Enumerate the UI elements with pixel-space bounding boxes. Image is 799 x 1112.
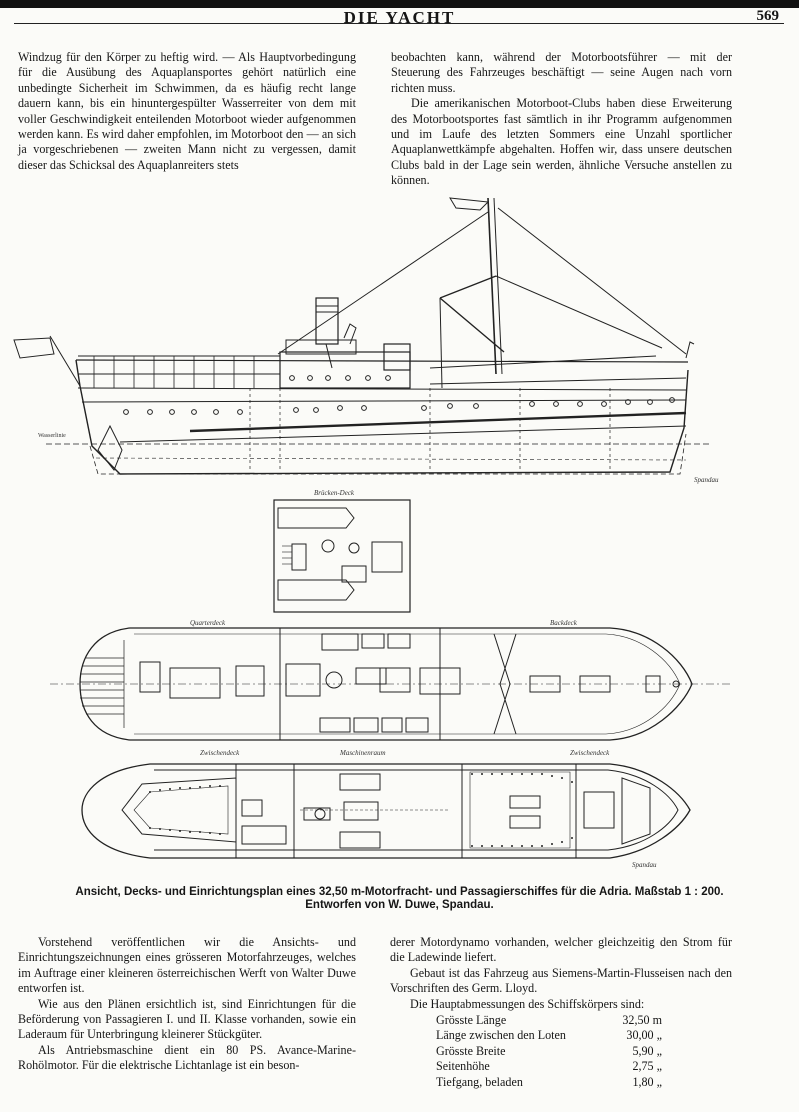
figure-caption: Ansicht, Decks- und Einrichtungsplan ein… (0, 886, 799, 911)
label-backdeck: Backdeck (550, 619, 578, 627)
top-left-column: Windzug für den Körper zu heftig wird. —… (18, 50, 356, 173)
paragraph: Gebaut ist das Fahrzeug aus Siemens-Mart… (390, 965, 732, 996)
main-deck-plan: Quarterdeck Backdeck (50, 619, 730, 741)
paragraph: Als Antriebsmaschine dient ein 80 PS. Av… (18, 1042, 356, 1073)
label-zwischendeck-2: Zwischendeck (570, 749, 610, 757)
paragraph: Die Hauptabmessungen des Schiffskörpers … (410, 996, 645, 1011)
dimension-row: Seitenhöhe 2,75 „ (390, 1059, 732, 1074)
lower-deck-plan: Zwischendeck Maschinenraum Zwischendeck (81, 749, 691, 869)
bridge-deck-plan: Brücken-Deck (273, 489, 411, 613)
dimension-value: 2,75 „ (632, 1059, 662, 1074)
label-bruecken-deck: Brücken-Deck (314, 489, 355, 497)
paragraph: Wie aus den Plänen ersichtlich ist, sind… (18, 996, 356, 1042)
paragraph: derer Motordynamo vorhanden, welcher gle… (390, 935, 732, 965)
dimension-value: 32,50 m (622, 1013, 662, 1028)
page-number: 569 (756, 8, 780, 24)
dimension-name: Grösste Breite (436, 1043, 506, 1058)
dimension-row: Grösste Breite 5,90 „ (390, 1044, 732, 1059)
dimension-row: Tiefgang, beladen 1,80 „ (390, 1075, 732, 1090)
dimension-value: 30,00 „ (626, 1028, 662, 1043)
paragraph: Windzug für den Körper zu heftig wird. —… (18, 50, 356, 172)
ship-plan-figure: Wasserlinie Spandau Brücken-Deck Quarter… (13, 197, 730, 869)
dimension-value: 1,80 „ (632, 1074, 662, 1089)
dimension-value: 5,90 „ (632, 1043, 662, 1058)
dimension-name: Tiefgang, beladen (436, 1074, 523, 1089)
side-elevation: Wasserlinie Spandau (13, 197, 719, 484)
paragraph: Vorstehend veröffentlichen wir die Ansic… (18, 935, 356, 996)
caption-line-2: Entworfen von W. Duwe, Spandau. (305, 899, 494, 911)
dimension-row: Grösste Länge 32,50 m (390, 1013, 732, 1028)
dimensions-table: Grösste Länge 32,50 m Länge zwischen den… (390, 1013, 732, 1090)
bottom-left-column: Vorstehend veröffentlichen wir die Ansic… (18, 935, 356, 1074)
label-zwischendeck-1: Zwischendeck (200, 749, 240, 757)
signature-side: Spandau (694, 476, 719, 484)
label-quarterdeck: Quarterdeck (190, 619, 226, 627)
paragraph: Die amerikanischen Motorboot-Clubs haben… (391, 96, 732, 188)
dimension-name: Länge zwischen den Loten (436, 1028, 566, 1043)
signature-plan: Spandau (632, 861, 657, 869)
paragraph: beobachten kann, während der Motorbootsf… (391, 50, 732, 95)
bottom-right-column: derer Motordynamo vorhanden, welcher gle… (390, 935, 732, 1090)
caption-line-1: Ansicht, Decks- und Einrichtungsplan ein… (75, 886, 724, 898)
dimension-name: Seitenhöhe (436, 1059, 490, 1074)
portholes (123, 375, 675, 415)
top-border (0, 0, 799, 8)
dimension-name: Grösste Länge (436, 1013, 507, 1028)
waterline-note: Wasserlinie (38, 433, 66, 439)
dimension-row: Länge zwischen den Loten 30,00 „ (390, 1028, 732, 1043)
top-right-column: beobachten kann, während der Motorbootsf… (391, 50, 732, 189)
running-title: DIE YACHT (343, 8, 456, 27)
header-rule (14, 23, 784, 24)
label-maschinenraum: Maschinenraum (339, 749, 386, 757)
